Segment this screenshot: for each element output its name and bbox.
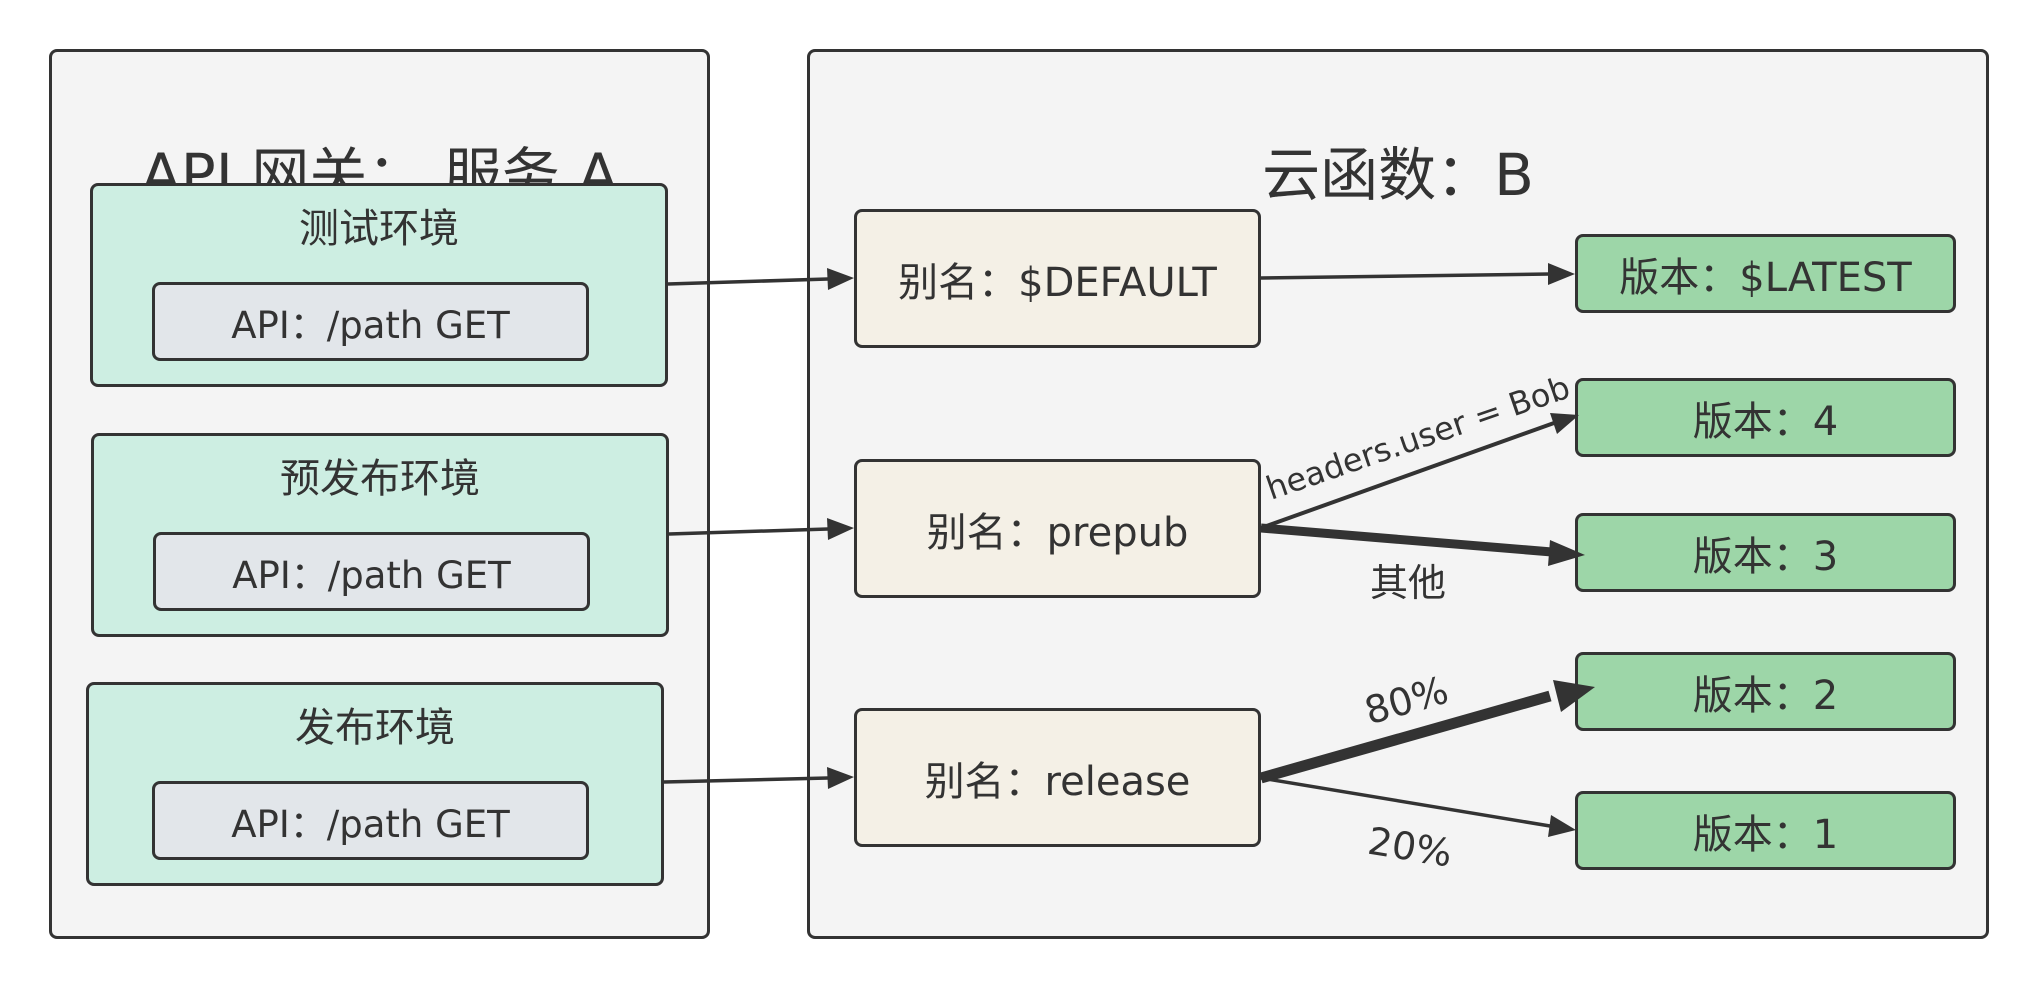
arrow-prepub-to-version-3 — [1260, 523, 1553, 557]
arrowhead — [1548, 263, 1575, 285]
arrow-test-to-default — [667, 277, 829, 286]
version-3[interactable]: 版本：3 — [1575, 513, 1956, 592]
arrowhead — [827, 767, 854, 789]
version-4[interactable]: 版本：4 — [1575, 378, 1956, 457]
version-2[interactable]: 版本：2 — [1575, 652, 1956, 731]
cloud-function-title: 云函数：B — [1262, 141, 1534, 209]
version-label: 版本：1 — [1692, 811, 1839, 858]
version-latest[interactable]: 版本：$LATEST — [1575, 234, 1956, 313]
route-label-header-rule: headers.user = Bob — [1261, 368, 1574, 508]
alias-label: 别名：$DEFAULT — [898, 259, 1217, 306]
arrowhead — [1548, 815, 1576, 837]
alias-default[interactable]: 别名：$DEFAULT — [854, 209, 1261, 348]
version-label: 版本：$LATEST — [1619, 254, 1912, 301]
version-label: 版本：4 — [1692, 398, 1839, 445]
arrow-release-env-to-alias — [663, 776, 829, 784]
environment-title: 预发布环境 — [280, 456, 480, 502]
api-endpoint-prepub[interactable]: API：/path GET — [153, 532, 590, 611]
arrowhead — [827, 268, 854, 290]
api-endpoint-label: API：/path GET — [232, 553, 511, 597]
arrow-release-to-version-1 — [1260, 776, 1551, 828]
arrowhead — [827, 518, 854, 540]
version-label: 版本：3 — [1692, 533, 1839, 580]
api-endpoint-test[interactable]: API：/path GET — [152, 282, 589, 361]
route-label-20-percent: 20% — [1365, 819, 1455, 876]
arrowhead — [1550, 413, 1579, 434]
arrow-prepub-to-version-4 — [1260, 421, 1555, 530]
version-1[interactable]: 版本：1 — [1575, 791, 1956, 870]
api-endpoint-release[interactable]: API：/path GET — [152, 781, 589, 860]
alias-label: 别名：release — [924, 758, 1191, 805]
alias-prepub[interactable]: 别名：prepub — [854, 459, 1261, 598]
route-label-other: 其他 — [1370, 561, 1446, 605]
alias-label: 别名：prepub — [926, 509, 1189, 556]
arrow-release-to-version-2 — [1259, 690, 1552, 784]
arrow-prepub-env-to-alias — [668, 527, 829, 536]
version-label: 版本：2 — [1692, 672, 1839, 719]
api-endpoint-label: API：/path GET — [231, 303, 510, 347]
arrow-default-to-latest — [1260, 272, 1551, 280]
environment-title: 发布环境 — [295, 705, 455, 751]
alias-release[interactable]: 别名：release — [854, 708, 1261, 847]
arrowhead — [1553, 680, 1595, 712]
environment-title: 测试环境 — [299, 206, 459, 252]
arrowhead — [1548, 540, 1585, 566]
api-endpoint-label: API：/path GET — [231, 802, 510, 846]
